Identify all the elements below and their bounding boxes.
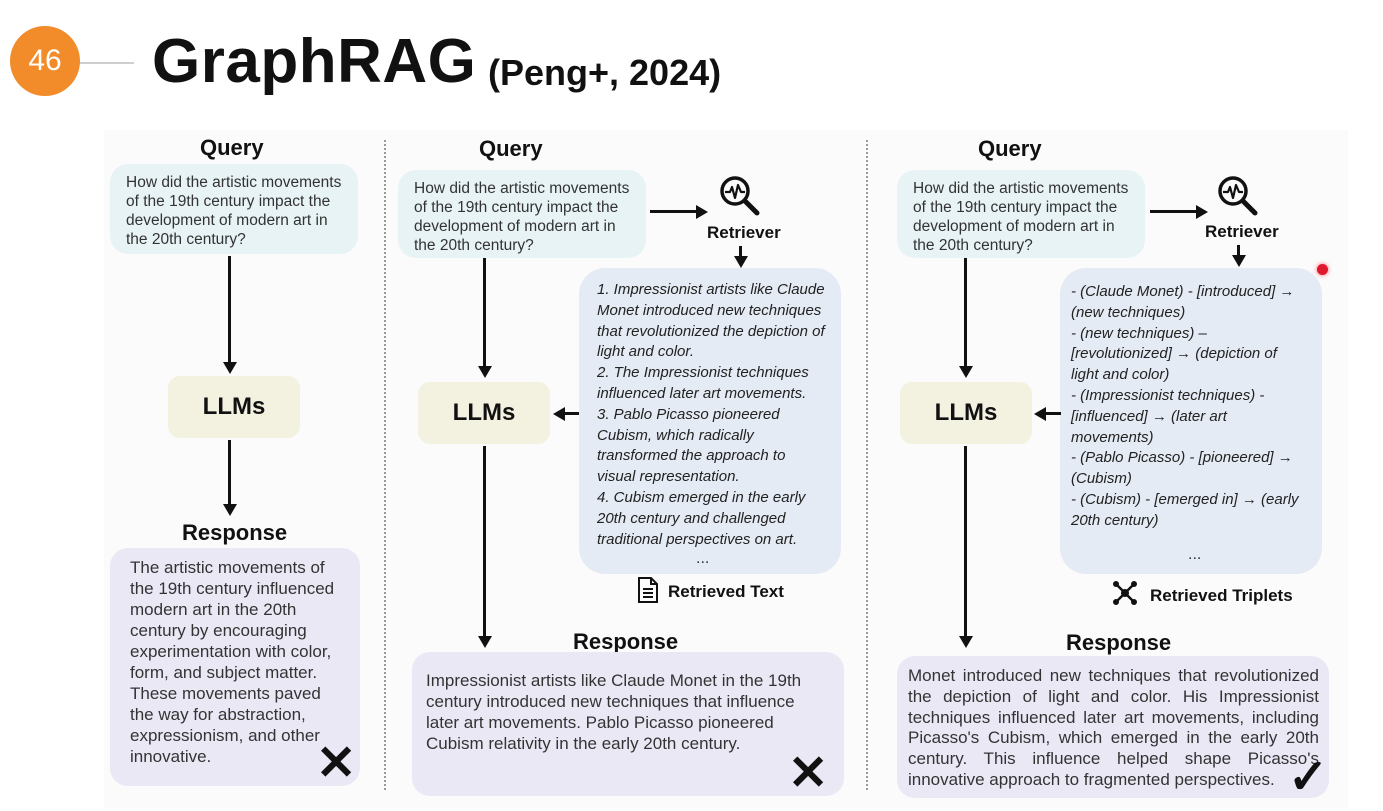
retrieved-text-label: Retrieved Text (668, 582, 784, 601)
arrow-shaft (964, 446, 967, 638)
slide-title: GraphRAG (152, 27, 477, 96)
response-heading: Response (1066, 630, 1172, 655)
llm-box: LLMs (900, 382, 1032, 444)
response-box: Monet introduced new techniques that rev… (897, 656, 1329, 798)
retrieved-text-item: 3. Pablo Picasso pioneered Cubism, which… (597, 405, 786, 486)
document-icon (638, 577, 658, 603)
incorrect-mark-icon: ✕ (788, 747, 829, 800)
llm-box: LLMs (168, 376, 300, 438)
arrow-head (1232, 255, 1246, 267)
retrieved-text-item: 1. Impressionist artists like Claude Mon… (597, 281, 825, 361)
arrow-shaft (228, 440, 231, 506)
query-heading: Query (978, 136, 1042, 161)
retrieved-text-box: 1. Impressionist artists like Claude Mon… (579, 268, 841, 574)
retrieved-text-item: 2. The Impressionist techniques influenc… (597, 364, 809, 402)
query-box: How did the artistic movements of the 19… (398, 170, 646, 258)
response-box: The artistic movements of the 19th centu… (110, 548, 360, 786)
triplet-item: - (Impressionist techniques) - [influenc… (1071, 386, 1265, 446)
llm-box: LLMs (418, 382, 550, 444)
query-heading: Query (479, 136, 543, 161)
arrow-head (1196, 205, 1208, 219)
retriever-label: Retriever (1205, 222, 1279, 241)
slide-number-badge: 46 (10, 26, 80, 96)
arrow-shaft (483, 446, 486, 638)
arrow-shaft (564, 412, 579, 415)
correct-mark-icon: ✓ (1288, 751, 1329, 804)
arrow-shaft (1045, 412, 1061, 415)
triplet-item: - (Pablo Picasso) - [pioneered] → (Cubis… (1071, 449, 1293, 488)
slide-citation: (Peng+, 2024) (488, 52, 722, 93)
arrow-shaft (964, 258, 967, 368)
arrow-shaft (739, 246, 742, 258)
retrieved-triplets-label: Retrieved Triplets (1150, 586, 1293, 605)
response-heading: Response (573, 629, 679, 654)
response-box: Impressionist artists like Claude Monet … (412, 652, 844, 796)
arrow-head (553, 407, 565, 421)
retrieved-triplets-box: - (Claude Monet) - [introduced] → (new t… (1060, 268, 1322, 574)
incorrect-mark-icon: ✕ (316, 737, 357, 790)
arrow-shaft (650, 210, 698, 213)
retriever-label: Retriever (707, 223, 781, 242)
laser-pointer-dot (1317, 264, 1328, 275)
retriever-search-icon (720, 176, 760, 216)
ellipsis: ... (1188, 546, 1202, 563)
arrow-shaft (1237, 245, 1240, 257)
query-box: How did the artistic movements of the 19… (110, 164, 358, 254)
badge-connector-line (78, 62, 134, 64)
query-heading: Query (200, 135, 264, 160)
triplet-item: - (Cubism) - [emerged in] → (early 20th … (1071, 490, 1299, 529)
arrow-shaft (228, 256, 231, 364)
ellipsis: ... (696, 550, 710, 567)
arrow-head (959, 636, 973, 648)
arrow-head (1034, 407, 1046, 421)
triplet-item: - (Claude Monet) - [introduced] → (new t… (1071, 283, 1295, 321)
retriever-search-icon (1218, 176, 1258, 216)
query-box: How did the artistic movements of the 19… (897, 170, 1145, 258)
arrow-head (478, 636, 492, 648)
arrow-shaft (483, 258, 486, 368)
response-heading: Response (182, 520, 288, 545)
graph-network-icon (1113, 581, 1137, 605)
arrow-head (223, 362, 237, 374)
arrow-head (959, 366, 973, 378)
arrow-head (478, 366, 492, 378)
arrow-head (734, 256, 748, 268)
arrow-head (696, 205, 708, 219)
column-divider-2 (866, 140, 868, 790)
column-divider-1 (384, 140, 386, 790)
arrow-head (223, 504, 237, 516)
retrieved-text-item: 4. Cubism emerged in the early 20th cent… (597, 488, 806, 548)
triplet-item: - (new techniques) – [revolutionized] → … (1071, 324, 1277, 384)
arrow-shaft (1150, 210, 1198, 213)
